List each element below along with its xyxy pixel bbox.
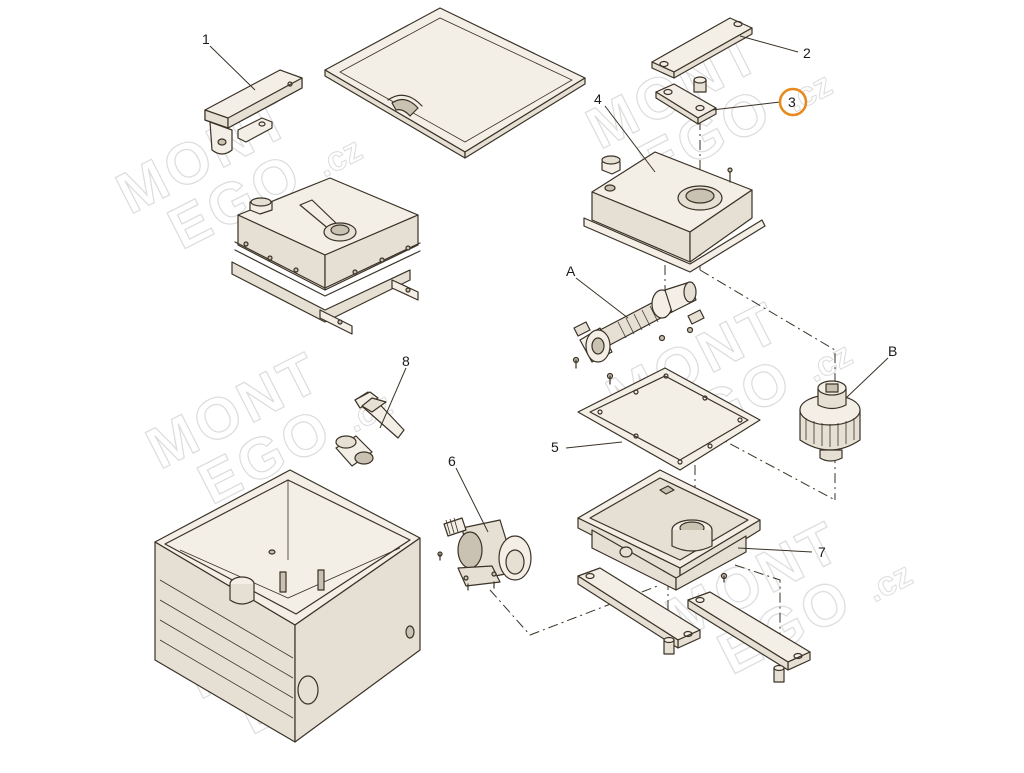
callout-b: B <box>888 343 897 359</box>
watermark-cz: .cz <box>311 130 369 184</box>
assembled-motor-box <box>231 177 421 335</box>
part-8-release-key <box>335 391 405 467</box>
part-b-output-gear <box>799 380 861 462</box>
callout-1: 1 <box>202 31 210 47</box>
part-1-release-bracket <box>204 69 303 155</box>
part-6-electric-motor <box>437 517 532 591</box>
part-5-gasket <box>577 367 761 471</box>
callout-5: 5 <box>551 439 559 455</box>
gasket-holes <box>597 373 743 465</box>
callout-6: 6 <box>448 453 456 469</box>
box-side-ribs <box>159 579 294 719</box>
callout-4: 4 <box>594 91 602 107</box>
bolt-part-2 <box>693 76 707 93</box>
top-cover-plate <box>324 7 586 159</box>
mounting-bar-left <box>577 567 701 655</box>
leader-lines <box>209 35 889 553</box>
watermark-cz: .cz <box>781 65 839 119</box>
part-a-worm-shaft <box>572 281 705 385</box>
callout-7: 7 <box>818 544 826 560</box>
callout-3: 3 <box>788 94 796 110</box>
box-side-bolts <box>243 241 411 275</box>
callout-2: 2 <box>803 45 811 61</box>
watermark-cz: .cz <box>861 555 919 609</box>
callout-a: A <box>566 263 576 279</box>
part-4-gearbox-cover <box>583 151 766 273</box>
callout-labels: 1 2 3 4 A B 8 5 6 7 <box>202 31 897 560</box>
part-3-lower-plate <box>655 83 717 125</box>
mounting-bar-right <box>687 591 811 683</box>
highlight-ring-callout-3 <box>778 87 808 117</box>
part-2-top-plate <box>651 17 753 79</box>
part-7-gearbox-housing <box>577 469 761 591</box>
ground-foundation-box <box>154 469 421 743</box>
callout-8: 8 <box>402 353 410 369</box>
